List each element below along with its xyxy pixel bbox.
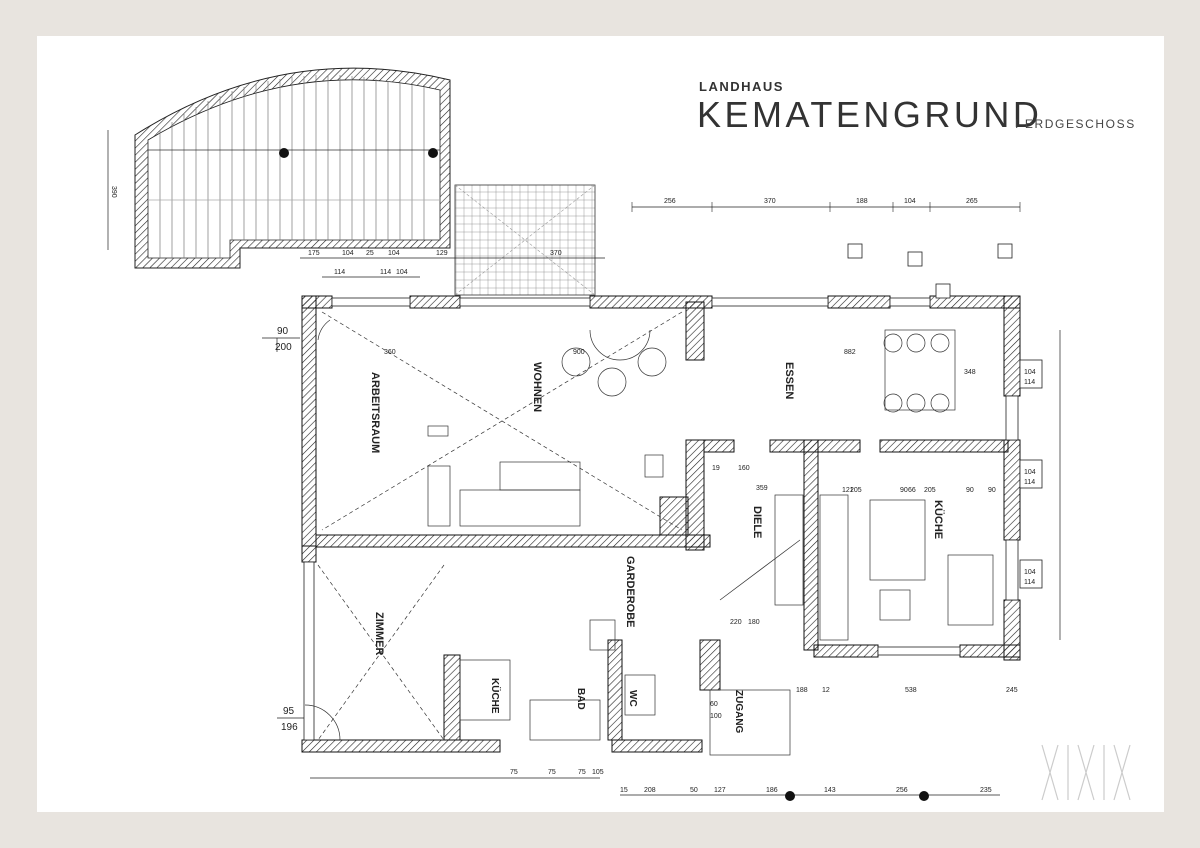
- dim-left-door-0: 90: [277, 326, 289, 337]
- project-label: LANDHAUS: [699, 79, 784, 94]
- dim-right-5: 114: [1024, 579, 1035, 586]
- dim-left-door2-1: 196: [281, 722, 298, 733]
- dim-left-door-1: 200: [275, 342, 292, 353]
- dim-misc-9: 90: [900, 487, 908, 494]
- dim-misc-16: 12: [822, 687, 830, 694]
- dim-misc-7: 90: [988, 487, 996, 494]
- room-wc: WC: [627, 690, 638, 707]
- dim-right-2: 104: [1024, 469, 1036, 476]
- dim-top-inner-1: 104: [342, 250, 354, 257]
- room-garderobe: GARDEROBE: [624, 556, 636, 628]
- dim-left-door2-0: 95: [283, 706, 295, 717]
- dim-bottom-5: 143: [824, 787, 836, 794]
- column-dot: [428, 148, 438, 158]
- room-essen: ESSEN: [783, 362, 795, 399]
- dim-right-0: 104: [1024, 369, 1036, 376]
- dim-bottom-3: 127: [714, 787, 726, 794]
- dim-bottom-inner-2: 75: [578, 769, 586, 776]
- dimension-lines: [107, 130, 1061, 796]
- floor-subtitle: I ERDGESCHOSS: [1015, 117, 1136, 131]
- dim-misc-13: 19: [712, 465, 720, 472]
- dim-left-top: 390: [110, 186, 117, 198]
- dim-misc-21: 180: [748, 619, 760, 626]
- dim-top-inner2-2: 104: [396, 269, 408, 276]
- dim-top-inner-4: 129: [436, 250, 448, 257]
- dim-misc-1: 900: [573, 349, 585, 356]
- room-zugang: ZUGANG: [733, 690, 744, 734]
- room-kueche-small: KÜCHE: [489, 678, 502, 714]
- room-bad: BAD: [575, 688, 586, 710]
- dim-right-1: 114: [1024, 379, 1035, 386]
- dim-misc-15: 538: [905, 687, 917, 694]
- dim-misc-4: 205: [850, 487, 862, 494]
- dim-misc-17: 60: [710, 701, 718, 708]
- dim-top-inner2-0: 114: [334, 269, 345, 276]
- dim-misc-20: 220: [730, 619, 742, 626]
- dim-bottom-0: 15: [620, 787, 628, 794]
- dim-top-0: 256: [664, 198, 676, 205]
- dim-misc-10: 66: [908, 487, 916, 494]
- dim-misc-11: 160: [738, 465, 750, 472]
- dim-right-4: 104: [1024, 569, 1036, 576]
- dim-misc-0: 360: [384, 349, 396, 356]
- dim-misc-3: 348: [964, 369, 976, 376]
- brand-logo: [1041, 744, 1131, 801]
- dim-bottom-2: 50: [690, 787, 698, 794]
- dim-misc-19: 245: [1006, 687, 1018, 694]
- room-zimmer: ZIMMER: [373, 612, 385, 655]
- dim-bottom-inner-1: 75: [548, 769, 556, 776]
- dim-right-3: 114: [1024, 479, 1035, 486]
- room-diele: DIELE: [751, 506, 763, 538]
- room-kueche: KÜCHE: [932, 500, 945, 539]
- dim-misc-12: 359: [756, 485, 768, 492]
- dim-top-1: 370: [764, 198, 776, 205]
- column-dot: [279, 148, 289, 158]
- dim-misc-14: 188: [796, 687, 808, 694]
- page-title: KEMATENGRUND: [697, 94, 1043, 135]
- dim-top-inner-0: 175: [308, 250, 320, 257]
- dim-bottom-inner-3: 105: [592, 769, 604, 776]
- dim-misc-2: 882: [844, 349, 856, 356]
- room-arbeitsraum: ARBEITSRAUM: [369, 372, 381, 453]
- dim-misc-18: 100: [710, 713, 722, 720]
- tiled-terrace: [454, 184, 596, 296]
- dim-misc-5: 205: [924, 487, 936, 494]
- dim-top-inner-2: 25: [366, 250, 374, 257]
- room-wohnen: WOHNEN: [531, 362, 543, 412]
- dim-bottom-4: 186: [766, 787, 778, 794]
- terrace-canopy: [134, 67, 451, 269]
- dim-bottom-1: 208: [644, 787, 656, 794]
- dim-top-inner2-1: 114: [380, 269, 391, 276]
- dim-bottom-inner-0: 75: [510, 769, 518, 776]
- dim-top-inner-5: 370: [550, 250, 562, 257]
- dim-misc-6: 90: [966, 487, 974, 494]
- dim-bottom-6: 256: [896, 787, 908, 794]
- furniture: [304, 311, 994, 756]
- dim-top-2: 188: [856, 198, 868, 205]
- dim-bottom-7: 235: [980, 787, 992, 794]
- dim-top-inner-3: 104: [388, 250, 400, 257]
- dim-misc-8: 121: [842, 487, 854, 494]
- dim-top-3: 104: [904, 198, 916, 205]
- dim-top-4: 265: [966, 198, 978, 205]
- walls: [301, 295, 1021, 753]
